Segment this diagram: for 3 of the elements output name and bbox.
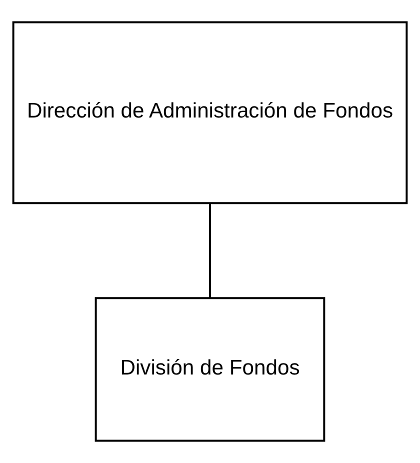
connector bbox=[209, 203, 211, 298]
node-box: Dirección de Administración de Fondos bbox=[12, 21, 408, 204]
node-box: División de Fondos bbox=[94, 297, 326, 442]
